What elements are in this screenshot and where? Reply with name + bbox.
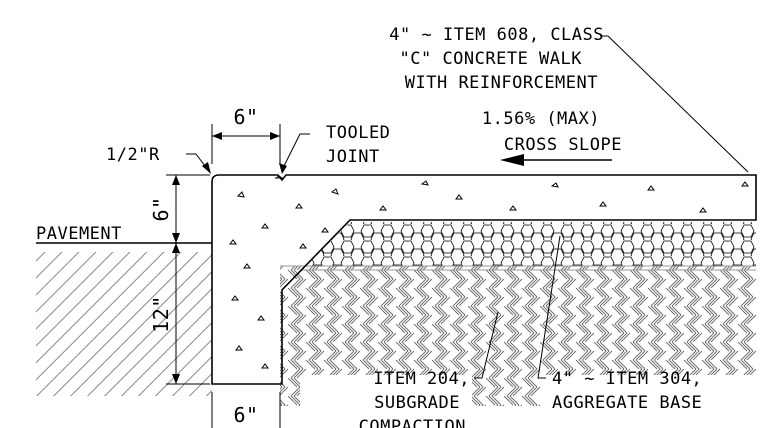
tooled-joint-label-line1: TOOLED	[326, 123, 390, 143]
walk-label-line1: 4" ~ ITEM 608, CLASS	[389, 25, 604, 45]
base-label-line1: 4" ~ ITEM 304,	[552, 369, 702, 389]
earth-hatch	[36, 246, 212, 396]
dim-vertical	[166, 174, 210, 385]
pavement-label: PAVEMENT	[36, 224, 122, 244]
slope-label-line1: 1.56% (MAX)	[482, 109, 600, 129]
base-label-line2: AGGREGATE BASE	[552, 393, 702, 413]
walk-label-line3: WITH REINFORCEMENT	[405, 73, 598, 93]
slope-arrow	[500, 154, 612, 166]
aggregate-base-hatch	[306, 222, 756, 266]
subgrade-label-line2: SUBGRADE	[374, 393, 460, 413]
dim-bottom-width-label: 6"	[233, 403, 258, 427]
radius-label: 1/2"R	[106, 145, 160, 165]
concrete-curb-walk	[211, 174, 757, 385]
slope-label-line2: CROSS SLOPE	[504, 135, 622, 155]
subgrade-label-line1: ITEM 204,	[373, 369, 470, 389]
concrete-speckles	[229, 175, 749, 369]
dim-depth-label: 12"	[149, 295, 173, 333]
tooled-joint-label-line2: JOINT	[326, 147, 380, 167]
dim-top-width-label: 6"	[233, 105, 258, 129]
leaders	[186, 35, 749, 379]
dim-curb-height-label: 6"	[149, 196, 173, 221]
dim-top-width	[211, 124, 281, 164]
walk-label-line2: "C" CONCRETE WALK	[400, 49, 583, 69]
subgrade-label-line3: COMPACTION	[359, 417, 466, 428]
